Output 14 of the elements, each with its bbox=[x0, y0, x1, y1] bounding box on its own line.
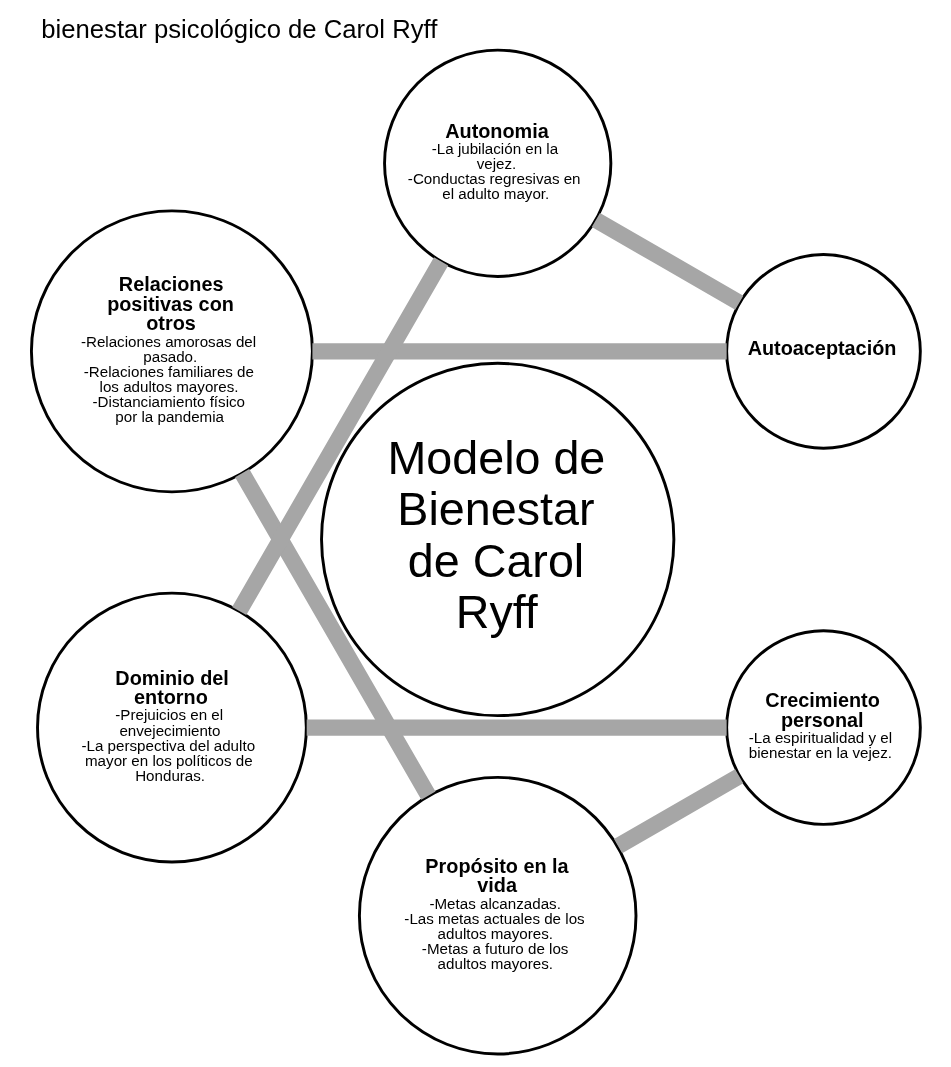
node-circle: Dominio del entorno -Prejuicios en el envejecimiento -La perspectiva del adulto mayor en los políticos de Honduras. bbox=[35, 591, 308, 864]
node-circle: Modelo de Bienestar de Carol Ryff bbox=[319, 361, 675, 718]
node-circle: Crecimiento personal -La espiritualidad y el bienestar en la vejez. bbox=[724, 629, 922, 826]
connector bbox=[591, 212, 743, 310]
diagram-title: bienestar psicológico de Carol Ryff bbox=[40, 14, 437, 43]
connector bbox=[231, 257, 448, 616]
connector bbox=[613, 769, 743, 854]
node-circle: Propósito en la vida -Metas alcanzadas. -Las metas actuales de los adultos mayores. -Metas a futuro de los adultos mayores. bbox=[357, 775, 637, 1056]
connector bbox=[311, 343, 727, 360]
node-circle: Autoaceptación bbox=[724, 253, 922, 450]
node-circle: Relaciones positivas con otros -Relaciones amorosas del pasado. -Relaciones familiares de los adultos mayores. -Distanciamiento físico por la pandemia bbox=[29, 209, 314, 494]
node-circle: Autonomia -La jubilación en la vejez. -Conductas regresivas en el adulto mayor. bbox=[382, 48, 612, 278]
connector bbox=[306, 719, 727, 736]
connector bbox=[234, 469, 435, 800]
